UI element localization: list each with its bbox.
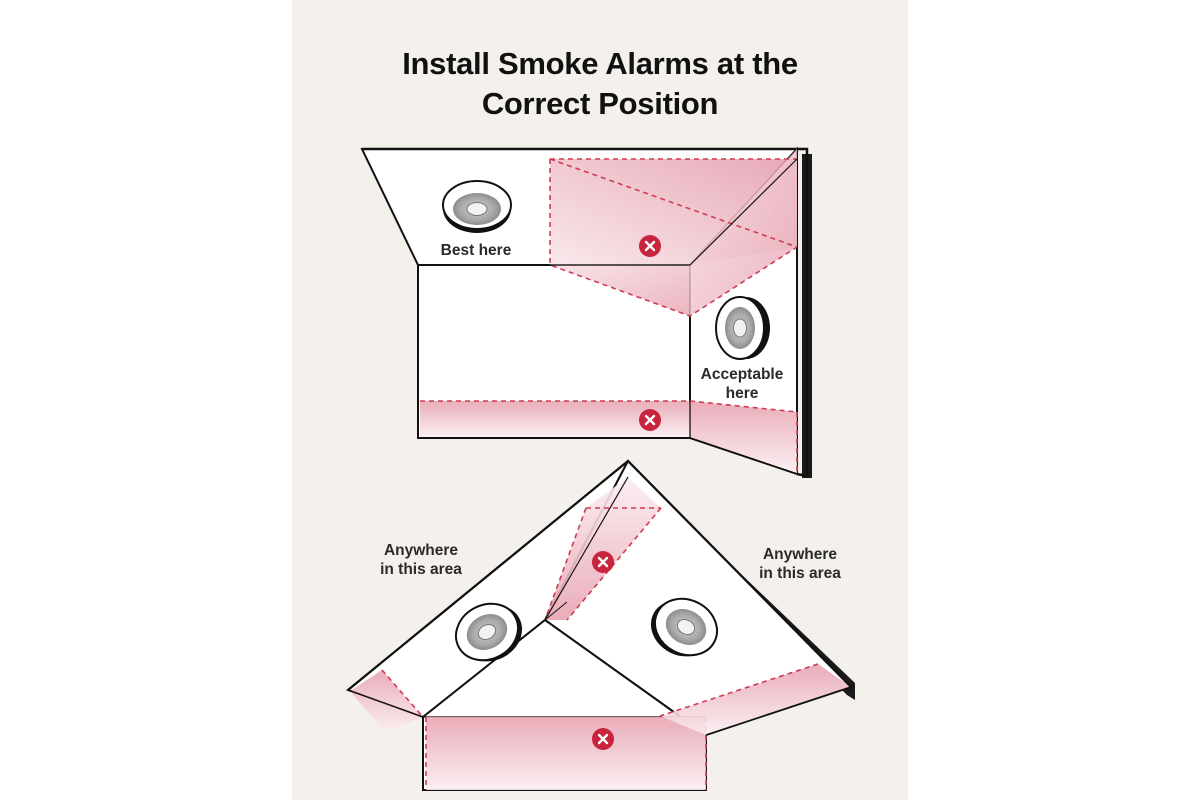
right-eave-avoid-zone bbox=[660, 664, 851, 735]
acceptable-label-line-1: Acceptable bbox=[701, 366, 784, 383]
no-zone-x-icon bbox=[592, 728, 614, 750]
left-eave-avoid-zone bbox=[350, 670, 423, 732]
ridge-bottom-edge bbox=[544, 601, 568, 621]
title-line-1: Install Smoke Alarms at the bbox=[402, 46, 798, 81]
top-room-diagram: Best here Acceptable here bbox=[360, 146, 812, 478]
left-anywhere-label-line-1: Anywhere bbox=[384, 542, 458, 559]
back-wall-bottom-avoid-zone bbox=[420, 401, 690, 437]
ceiling-avoid-diagonal bbox=[549, 158, 798, 248]
no-zone-x-icon bbox=[592, 551, 614, 573]
ceiling-avoid-outline bbox=[549, 159, 798, 317]
right-eave-line bbox=[705, 686, 852, 736]
right-anywhere-label-line-1: Anywhere bbox=[763, 546, 837, 563]
right-wall-bottom-avoid-zone bbox=[690, 401, 797, 473]
room-frame bbox=[362, 147, 809, 478]
peak-avoid-right-edge bbox=[566, 507, 662, 621]
roof-outline bbox=[347, 459, 852, 691]
ceiling-corner-edge bbox=[689, 158, 798, 266]
ridge-line bbox=[544, 476, 629, 621]
left-eave-line bbox=[347, 689, 424, 718]
peak-avoid-zone bbox=[545, 477, 661, 620]
left-anywhere-label-line-2: in this area bbox=[380, 561, 462, 578]
right-eave-avoid-edge bbox=[659, 663, 819, 717]
peak-avoid-left-edge bbox=[544, 507, 587, 621]
right-wall-top-avoid-zone bbox=[690, 149, 797, 316]
bottom-peaked-ceiling-diagram: Anywhere in this area Anywhere in this a… bbox=[346, 459, 855, 791]
wall-avoid-zone bbox=[426, 717, 706, 790]
no-zone-x-icon bbox=[639, 235, 661, 257]
smoke-alarm-icon bbox=[650, 597, 718, 657]
no-zone-x-icon bbox=[639, 409, 661, 431]
title-line-2: Correct Position bbox=[481, 86, 719, 121]
smoke-alarm-icon bbox=[442, 180, 512, 233]
page-title: Install Smoke Alarms at the Correct Posi… bbox=[292, 44, 908, 124]
best-here-label: Best here bbox=[441, 242, 512, 259]
smoke-alarm-icon bbox=[715, 296, 770, 360]
smoke-alarm-icon bbox=[455, 602, 523, 662]
left-eave-avoid-edge bbox=[381, 669, 424, 718]
right-anywhere-label-line-2: in this area bbox=[759, 565, 841, 582]
acceptable-label-line-2: here bbox=[726, 385, 759, 402]
